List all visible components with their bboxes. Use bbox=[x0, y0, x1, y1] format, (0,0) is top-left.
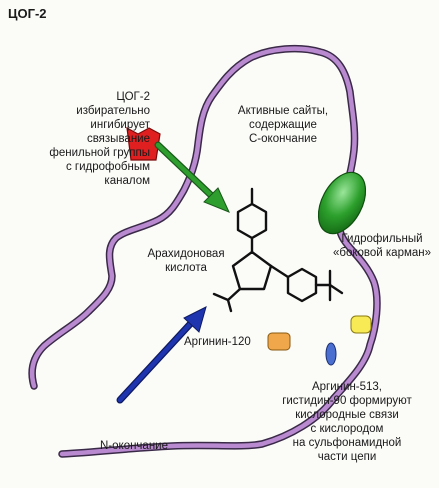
arachidonic-acid-label: Арахидоновая кислота bbox=[147, 248, 225, 274]
hydrophilic-pocket-label: Гидрофильный «боковой карман» bbox=[332, 233, 432, 259]
molecule-structure bbox=[212, 187, 344, 313]
active-sites-label: Активные сайты, содержащие C-окончание bbox=[237, 105, 329, 145]
figure-title: ЦОГ-2 bbox=[8, 6, 47, 21]
arginine-120-marker bbox=[267, 332, 291, 351]
blue-arrow bbox=[116, 306, 207, 404]
cox2-binding-label: ЦОГ-2 избирательно ингибирует связывание… bbox=[49, 91, 150, 187]
inhibitor-icon bbox=[126, 126, 161, 161]
arginine-120-label: Аргинин-120 bbox=[184, 336, 251, 348]
n-terminus-label: N-окончание bbox=[100, 440, 168, 452]
arginine-513-label: Аргинин-513, гистидин-90 формируют кисло… bbox=[282, 381, 412, 463]
arginine-513-marker bbox=[325, 342, 337, 366]
protein-chain bbox=[28, 44, 381, 458]
hydrophilic-pocket-marker bbox=[350, 315, 372, 334]
active-site-ellipse bbox=[317, 171, 367, 235]
green-arrow bbox=[154, 141, 230, 213]
